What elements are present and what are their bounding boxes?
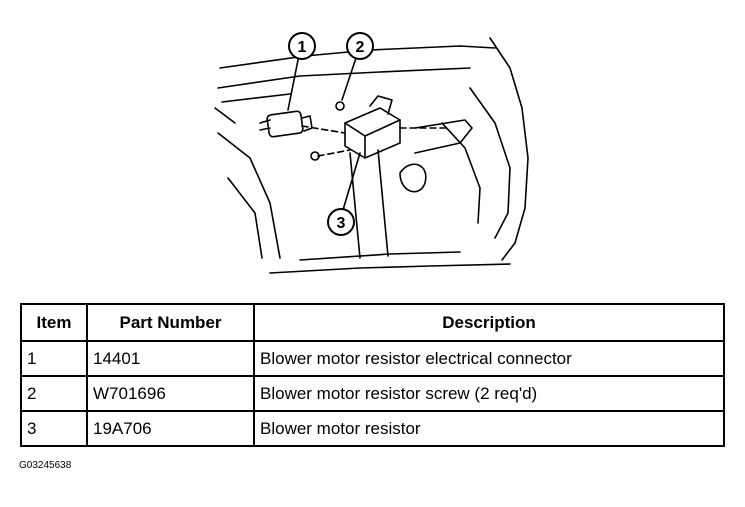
blower-motor-resistor <box>344 95 401 159</box>
parts-table: Item Part Number Description 1 14401 Blo… <box>20 303 725 447</box>
left-bracket <box>217 132 281 259</box>
svg-text:2: 2 <box>356 39 365 56</box>
cell-item: 3 <box>20 410 88 447</box>
cell-item: 2 <box>20 375 88 412</box>
svg-text:3: 3 <box>337 215 346 232</box>
mounting-bracket <box>414 119 473 154</box>
callout-3: 3 <box>327 208 355 236</box>
hvac-housing-right <box>489 37 529 261</box>
callout-leader-2 <box>341 51 359 101</box>
duct-right-wall <box>377 149 389 257</box>
header-part-number: Part Number <box>86 303 255 342</box>
callout-1: 1 <box>288 32 316 60</box>
alignment-line <box>301 125 346 134</box>
header-description: Description <box>253 303 725 342</box>
cell-description: Blower motor resistor <box>253 410 725 447</box>
cell-part-number: W701696 <box>86 375 255 412</box>
dash-panel-upper-3 <box>221 93 291 103</box>
figure-id: G03245638 <box>19 460 72 471</box>
header-item: Item <box>20 303 88 342</box>
electrical-connector <box>259 110 313 138</box>
callout-2: 2 <box>346 32 374 60</box>
cell-description: Blower motor resistor screw (2 req'd) <box>253 375 725 412</box>
svg-text:1: 1 <box>298 39 307 56</box>
cell-description: Blower motor resistor electrical connect… <box>253 340 725 377</box>
dash-panel-upper-2 <box>217 67 471 89</box>
blower-motor-resistor-illustration: 1 2 3 <box>214 32 529 274</box>
cell-part-number: 14401 <box>86 340 255 377</box>
duct-left-wall <box>349 152 361 259</box>
cell-item: 1 <box>20 340 88 377</box>
callout-leader-3 <box>342 152 361 211</box>
hvac-housing-inner <box>469 87 511 239</box>
table-header-row: Item Part Number Description <box>20 303 725 342</box>
table-row: 2 W701696 Blower motor resistor screw (2… <box>20 375 725 412</box>
table-row: 1 14401 Blower motor resistor electrical… <box>20 340 725 377</box>
callout-leader-1 <box>287 49 301 111</box>
table-row: 3 19A706 Blower motor resistor <box>20 410 725 447</box>
floor-line <box>269 263 511 274</box>
cell-part-number: 19A706 <box>86 410 255 447</box>
